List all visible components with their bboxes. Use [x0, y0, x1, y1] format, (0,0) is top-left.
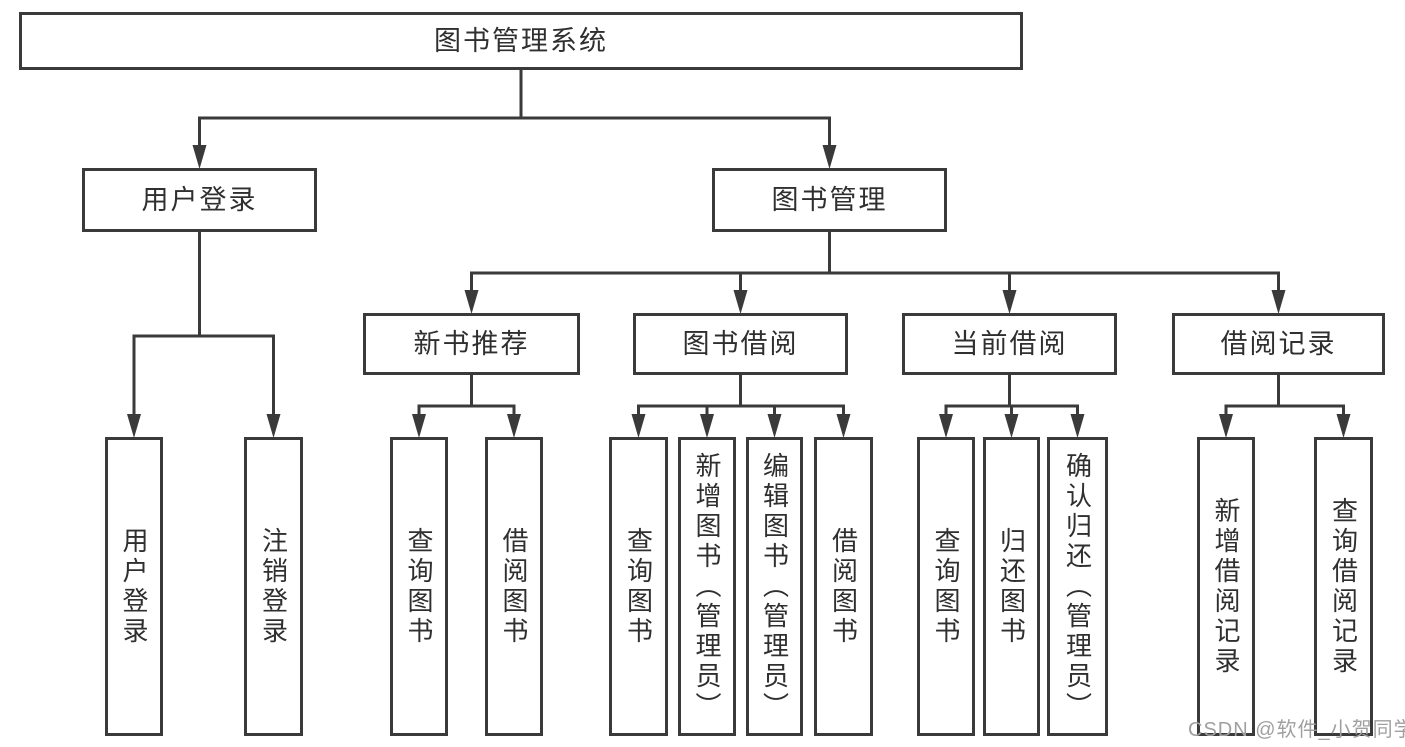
node-new-book-recommend: 新书推荐	[363, 313, 580, 375]
node-br-query-record: 查询借阅记录	[1314, 437, 1373, 736]
node-br-add-record: 新增借阅记录	[1197, 437, 1255, 736]
node-nb-query-books: 查询图书	[390, 437, 448, 736]
node-bb-borrow-books: 借阅图书	[814, 437, 873, 736]
node-book-borrowing: 图书借阅	[633, 313, 848, 375]
node-user-login-branch: 用户登录	[82, 168, 317, 232]
node-book-management-branch: 图书管理	[712, 168, 947, 232]
node-bb-edit-books-admin: 编辑图书（管理员）	[746, 437, 803, 736]
watermark: CSDN @软件_小贺同学	[1188, 719, 1405, 741]
node-bb-add-books-admin: 新增图书（管理员）	[678, 437, 736, 736]
node-bb-query-books: 查询图书	[609, 437, 668, 736]
node-logout-leaf: 注销登录	[244, 437, 303, 736]
node-system-root: 图书管理系统	[19, 12, 1023, 70]
node-cb-return-books: 归还图书	[983, 437, 1040, 736]
node-cb-confirm-return-admin: 确认归还（管理员）	[1047, 437, 1108, 736]
node-current-borrowing: 当前借阅	[902, 313, 1117, 375]
node-borrowing-records: 借阅记录	[1172, 313, 1385, 375]
node-nb-borrow-books: 借阅图书	[485, 437, 543, 736]
node-cb-query-books: 查询图书	[917, 437, 975, 736]
node-user-login-leaf: 用户登录	[105, 437, 163, 736]
